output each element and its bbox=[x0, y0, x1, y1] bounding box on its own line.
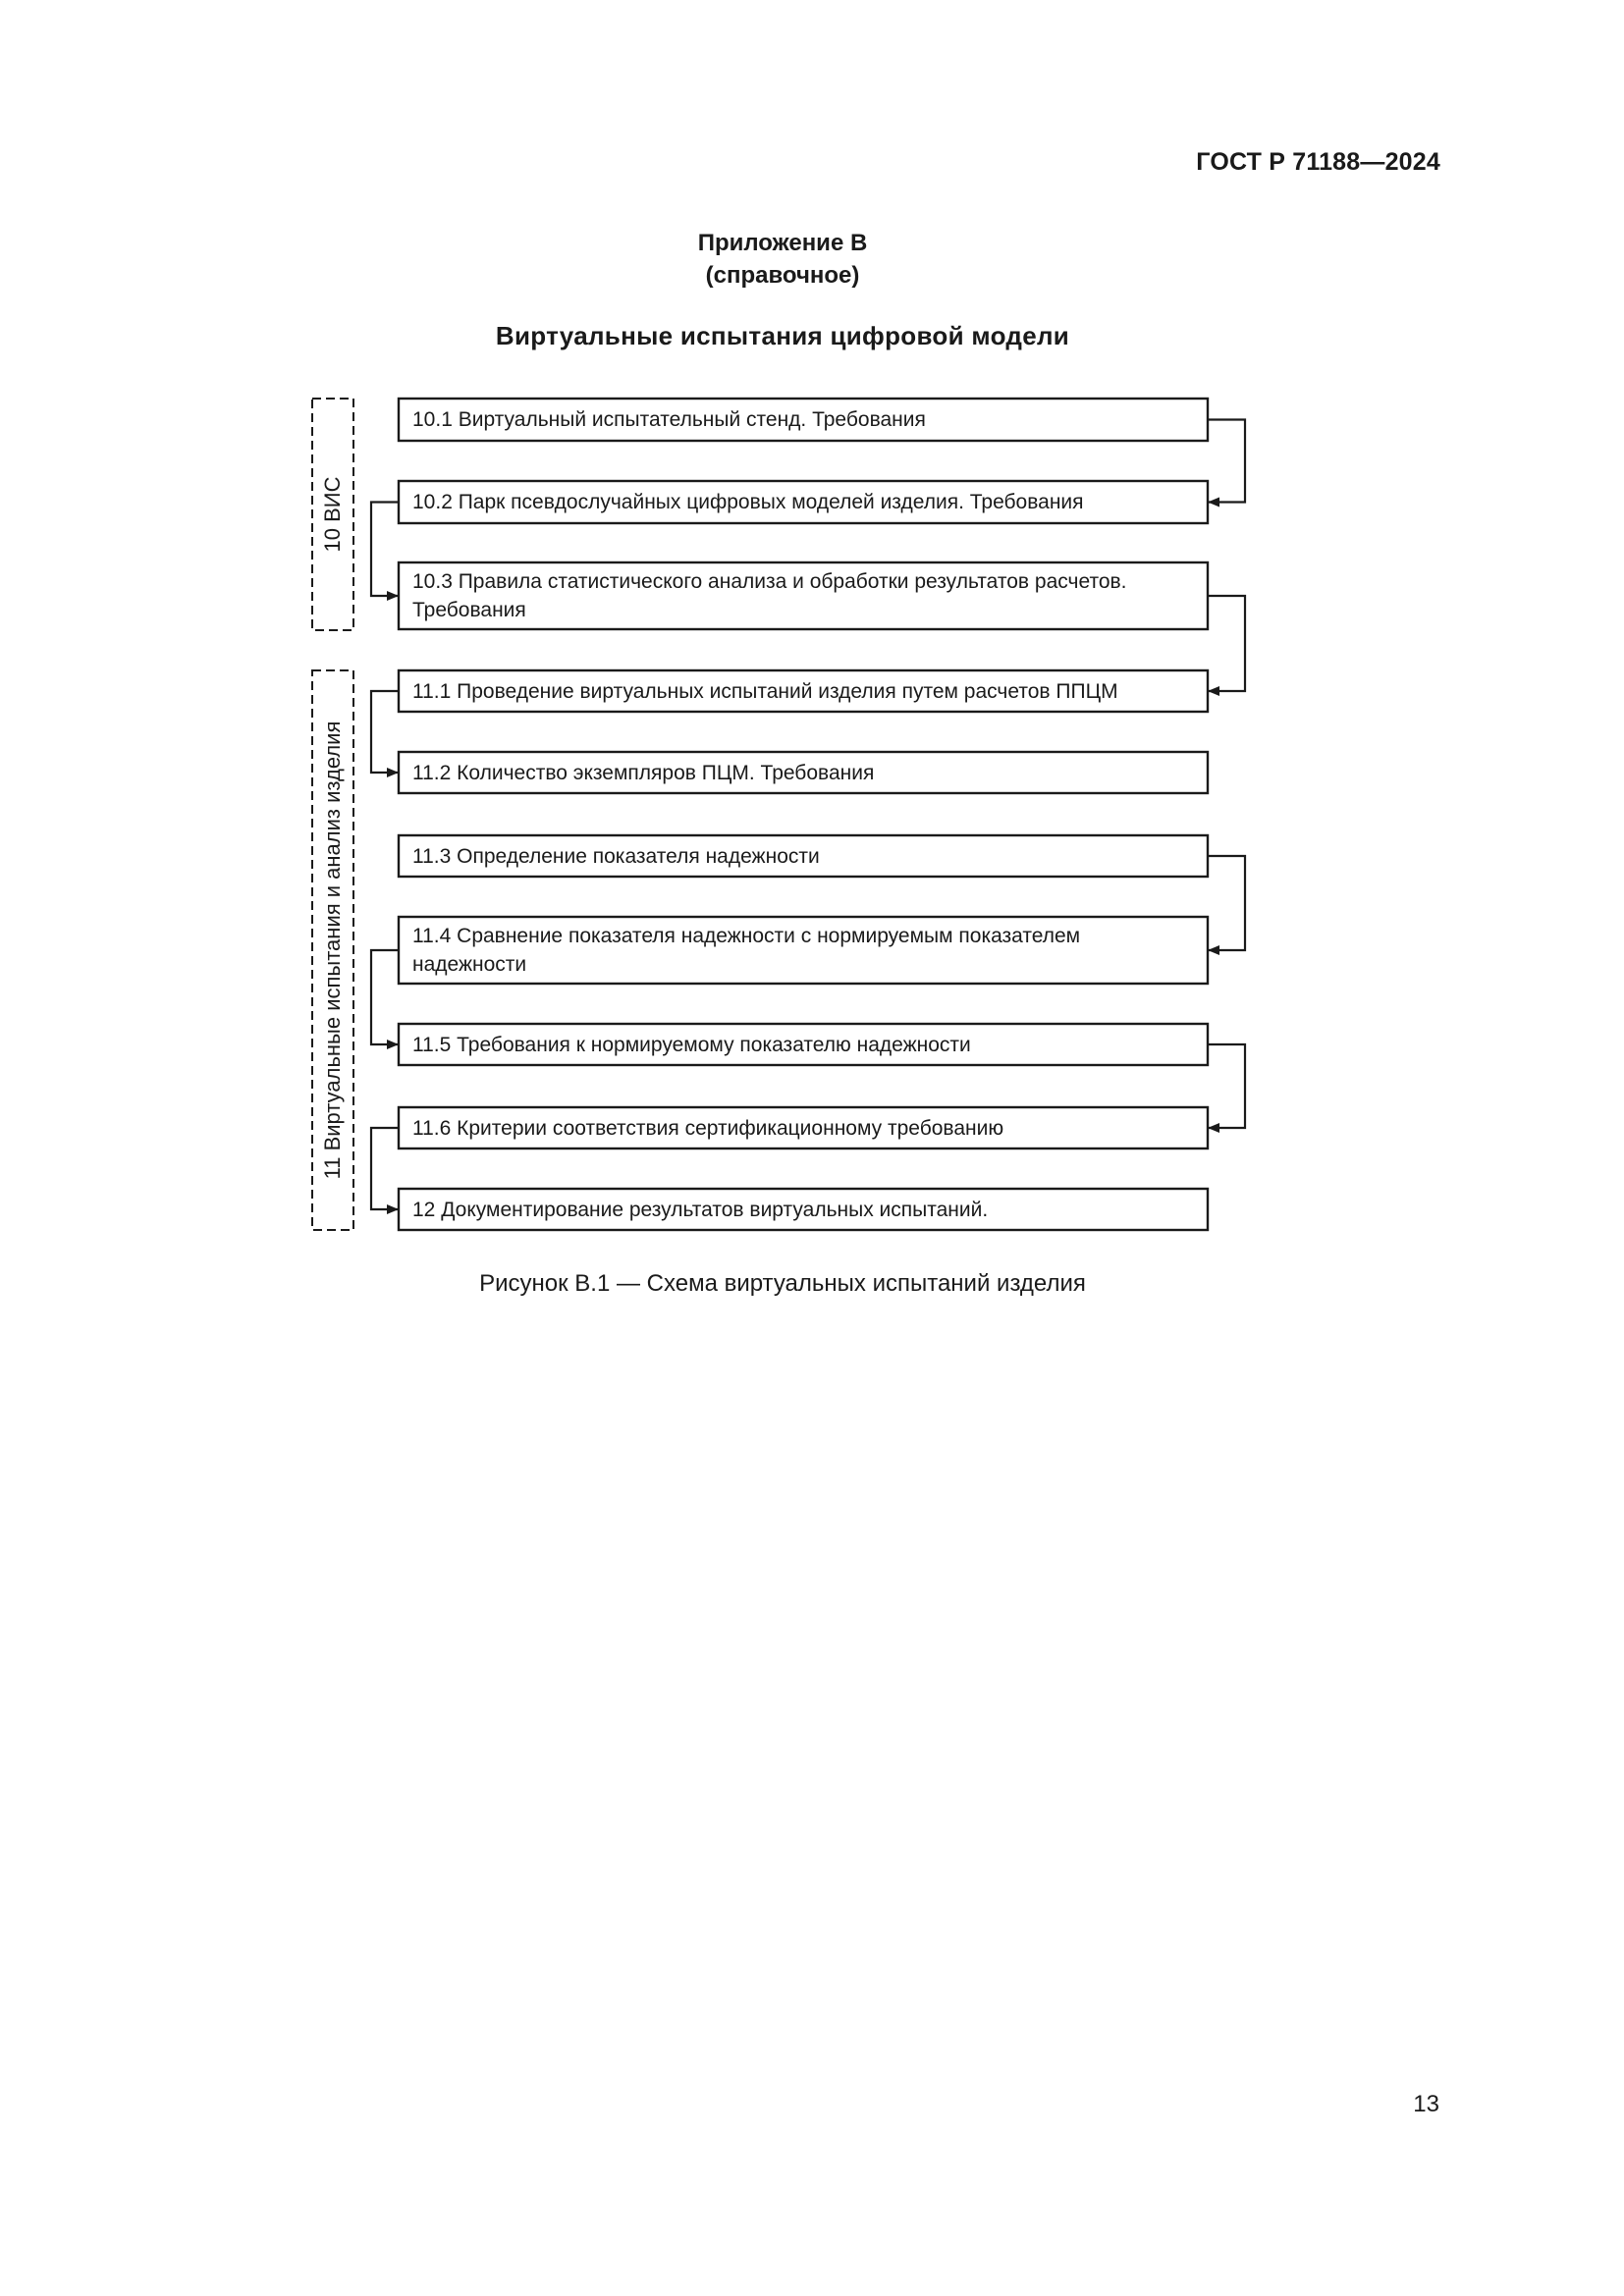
group-label: 10 ВИС bbox=[320, 476, 345, 553]
step-line: 11.4 Сравнение показателя надежности с н… bbox=[412, 925, 1081, 947]
flow-arrow bbox=[1208, 418, 1247, 507]
step-line: 10.1 Виртуальный испытательный стенд. Тр… bbox=[412, 408, 926, 431]
flow-arrow bbox=[369, 501, 399, 601]
step-line: надежности bbox=[412, 953, 527, 976]
step-text: 10.2 Парк псевдослучайных цифровых модел… bbox=[412, 488, 1084, 516]
flow-arrow bbox=[1208, 1042, 1247, 1133]
step-text: 11.4 Сравнение показателя надежности с н… bbox=[412, 922, 1080, 979]
flow-arrow bbox=[1208, 594, 1247, 696]
figure-title: Виртуальные испытания цифровой модели bbox=[495, 321, 1070, 350]
flow-arrow bbox=[369, 948, 399, 1049]
step-box: 11.2 Количество экземпляров ПЦМ. Требова… bbox=[399, 752, 1208, 793]
step-line: 11.2 Количество экземпляров ПЦМ. Требова… bbox=[412, 761, 875, 784]
step-box: 11.3 Определение показателя надежности bbox=[399, 835, 1208, 877]
document-designation: ГОСТ Р 71188—2024 bbox=[1196, 148, 1440, 176]
step-text: 11.6 Критерии соответствия сертификацион… bbox=[412, 1114, 1003, 1143]
appendix-subtitle: (справочное) bbox=[705, 262, 860, 289]
step-line: 10.3 Правила статистического анализа и о… bbox=[412, 570, 1127, 593]
appendix-heading: Приложение В (справочное) bbox=[0, 227, 1565, 292]
step-line: 10.2 Парк псевдослучайных цифровых модел… bbox=[412, 491, 1084, 513]
step-line: 11.1 Проведение виртуальных испытаний из… bbox=[412, 679, 1118, 703]
step-text: 12 Документирование результатов виртуаль… bbox=[412, 1196, 988, 1224]
step-box: 11.1 Проведение виртуальных испытаний из… bbox=[399, 670, 1208, 712]
step-box: 12 Документирование результатов виртуаль… bbox=[399, 1189, 1208, 1230]
step-line: 11.3 Определение показателя надежности bbox=[412, 844, 820, 868]
step-line: 11.5 Требования к нормируемому показател… bbox=[412, 1033, 971, 1056]
step-text: 11.5 Требования к нормируемому показател… bbox=[412, 1031, 971, 1059]
step-box: 10.2 Парк псевдослучайных цифровых модел… bbox=[399, 481, 1208, 523]
step-line: 12 Документирование результатов виртуаль… bbox=[412, 1198, 989, 1221]
step-box: 11.6 Критерии соответствия сертификацион… bbox=[399, 1107, 1208, 1148]
step-text: 10.1 Виртуальный испытательный стенд. Тр… bbox=[412, 405, 926, 434]
flow-arrow bbox=[369, 1126, 399, 1214]
step-text: 11.2 Количество экземпляров ПЦМ. Требова… bbox=[412, 759, 874, 787]
flow-arrow bbox=[369, 689, 399, 777]
step-line: Требования bbox=[412, 599, 526, 621]
step-text: 10.3 Правила статистического анализа и о… bbox=[412, 567, 1127, 624]
step-line: 11.6 Критерии соответствия сертификацион… bbox=[412, 1116, 1004, 1140]
step-box: 11.4 Сравнение показателя надежности с н… bbox=[399, 917, 1208, 984]
step-box: 10.1 Виртуальный испытательный стенд. Тр… bbox=[399, 399, 1208, 441]
page-number: 13 bbox=[1413, 2091, 1439, 2117]
flow-arrow bbox=[1208, 854, 1247, 955]
appendix-title: Приложение В bbox=[697, 230, 868, 256]
figure-caption: Рисунок В.1 — Схема виртуальных испытани… bbox=[479, 1270, 1086, 1297]
step-box: 11.5 Требования к нормируемому показател… bbox=[399, 1024, 1208, 1065]
group-label: 11 Виртуальные испытания и анализ издели… bbox=[320, 721, 345, 1180]
step-text: 11.3 Определение показателя надежности bbox=[412, 842, 820, 871]
step-box: 10.3 Правила статистического анализа и о… bbox=[399, 562, 1208, 629]
step-text: 11.1 Проведение виртуальных испытаний из… bbox=[412, 677, 1118, 706]
